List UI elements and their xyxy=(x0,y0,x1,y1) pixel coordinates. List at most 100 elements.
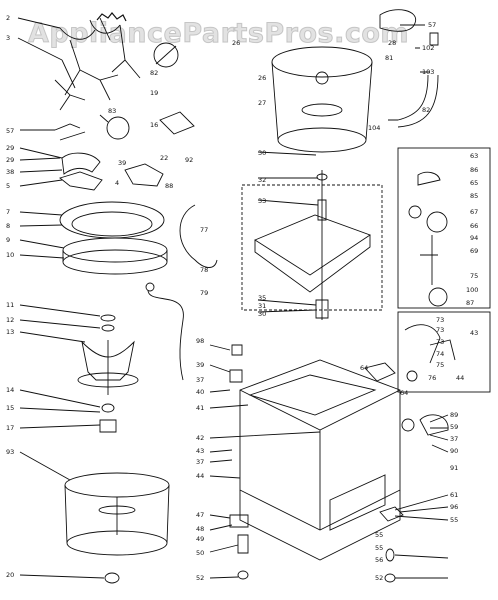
callout-24: 26 xyxy=(232,39,240,47)
callout-22: 22 xyxy=(160,154,168,162)
callout-labels: 2 3 82 19 16 92 83 57 29 29 38 5 39 22 8… xyxy=(6,14,478,582)
callout-103: 103 xyxy=(422,68,434,76)
callout-100: 100 xyxy=(466,286,478,294)
callout-77: 77 xyxy=(200,226,208,234)
callout-81: 81 xyxy=(385,54,393,62)
pump-hose xyxy=(388,74,439,128)
callout-12: 12 xyxy=(6,316,14,324)
callout-43: 43 xyxy=(470,329,478,337)
callout-104: 104 xyxy=(368,124,380,132)
callout-71: 73 xyxy=(436,326,444,334)
callout-82: 82 xyxy=(150,69,158,77)
callout-43-lower: 43 xyxy=(196,447,204,455)
callout-56: 56 xyxy=(375,556,383,564)
timer-dial xyxy=(106,116,130,140)
callout-69: 69 xyxy=(470,247,478,255)
callout-52a: 52 xyxy=(196,574,204,582)
callout-40: 40 xyxy=(196,388,204,396)
callout-37b: 37 xyxy=(196,458,204,466)
callout-5: 5 xyxy=(6,182,10,190)
wiring-harness xyxy=(54,12,141,111)
callout-3: 3 xyxy=(6,34,10,42)
callout-66: 66 xyxy=(470,222,478,230)
callout-57: 57 xyxy=(6,127,14,135)
callout-39-lower: 39 xyxy=(196,361,204,369)
callout-4: 4 xyxy=(115,179,119,187)
callout-26: 26 xyxy=(258,74,266,82)
hub xyxy=(99,419,117,433)
callout-78: 78 xyxy=(200,266,208,274)
callout-13: 13 xyxy=(6,328,14,336)
power-cord xyxy=(147,289,184,381)
callout-37-right: 37 xyxy=(450,435,458,443)
callout-37: 37 xyxy=(196,376,204,384)
wash-basket xyxy=(64,472,170,498)
callout-57-top: 57 xyxy=(428,21,436,29)
callout-38: 38 xyxy=(6,168,14,176)
callout-73: 73 xyxy=(436,316,444,324)
callout-83: 83 xyxy=(108,107,116,115)
callout-15: 15 xyxy=(6,404,14,412)
fill-hose xyxy=(379,9,416,32)
callout-19: 19 xyxy=(150,89,158,97)
callout-2: 2 xyxy=(6,14,10,22)
callout-86: 86 xyxy=(470,166,478,174)
callout-88: 88 xyxy=(165,182,173,190)
callout-52b: 52 xyxy=(375,574,383,582)
outer-tub xyxy=(271,46,373,78)
callout-44: 44 xyxy=(196,472,204,480)
callout-67: 67 xyxy=(470,208,478,216)
agitator xyxy=(81,340,135,381)
callout-28: 28 xyxy=(388,39,396,47)
callout-64: 64 xyxy=(400,389,408,397)
callout-59: 59 xyxy=(450,423,458,431)
pressure-switch xyxy=(124,163,164,187)
callout-32: 32 xyxy=(258,176,266,184)
control-knob xyxy=(153,42,179,68)
callout-85: 85 xyxy=(470,192,478,200)
callout-11: 11 xyxy=(6,301,14,309)
tub-ring xyxy=(59,201,165,239)
callout-42: 42 xyxy=(196,434,204,442)
callout-9: 9 xyxy=(6,236,10,244)
callout-7: 7 xyxy=(6,208,10,216)
drain-hose xyxy=(179,204,218,268)
callout-29b: 29 xyxy=(6,156,14,164)
agitator-cap xyxy=(100,314,116,322)
callout-55: 55 xyxy=(375,544,383,552)
callout-74: 74 xyxy=(436,350,444,358)
callout-72: 73 xyxy=(436,338,444,346)
callout-65: 65 xyxy=(470,179,478,187)
callout-16: 16 xyxy=(150,121,158,129)
mounting-plate xyxy=(254,214,371,276)
callout-79: 79 xyxy=(200,289,208,297)
switch-box-lower xyxy=(397,311,491,393)
motor-bracket xyxy=(229,514,249,528)
callout-8: 8 xyxy=(6,222,10,230)
callout-91: 91 xyxy=(450,464,458,472)
callout-63: 63 xyxy=(470,152,478,160)
callout-102: 102 xyxy=(422,44,434,52)
callout-61: 61 xyxy=(450,491,458,499)
callout-76: 76 xyxy=(428,374,436,382)
callout-70: 75 xyxy=(470,272,478,280)
callout-93: 93 xyxy=(6,448,14,456)
callout-39: 39 xyxy=(118,159,126,167)
callout-30b: 30 xyxy=(258,310,266,318)
callout-48: 48 xyxy=(196,525,204,533)
callout-89: 89 xyxy=(450,411,458,419)
callout-54: 55 xyxy=(375,531,383,539)
callout-29: 29 xyxy=(6,144,14,152)
callout-96: 96 xyxy=(450,503,458,511)
callout-64-top: 64 xyxy=(360,364,368,372)
callout-14: 14 xyxy=(6,386,14,394)
spanner-nut xyxy=(104,572,120,584)
water-valve xyxy=(61,152,101,175)
callout-87: 87 xyxy=(466,299,474,307)
callout-31: 31 xyxy=(258,302,266,310)
callout-53: 55 xyxy=(450,516,458,524)
callout-92: 92 xyxy=(185,156,193,164)
callout-10: 10 xyxy=(6,251,14,259)
